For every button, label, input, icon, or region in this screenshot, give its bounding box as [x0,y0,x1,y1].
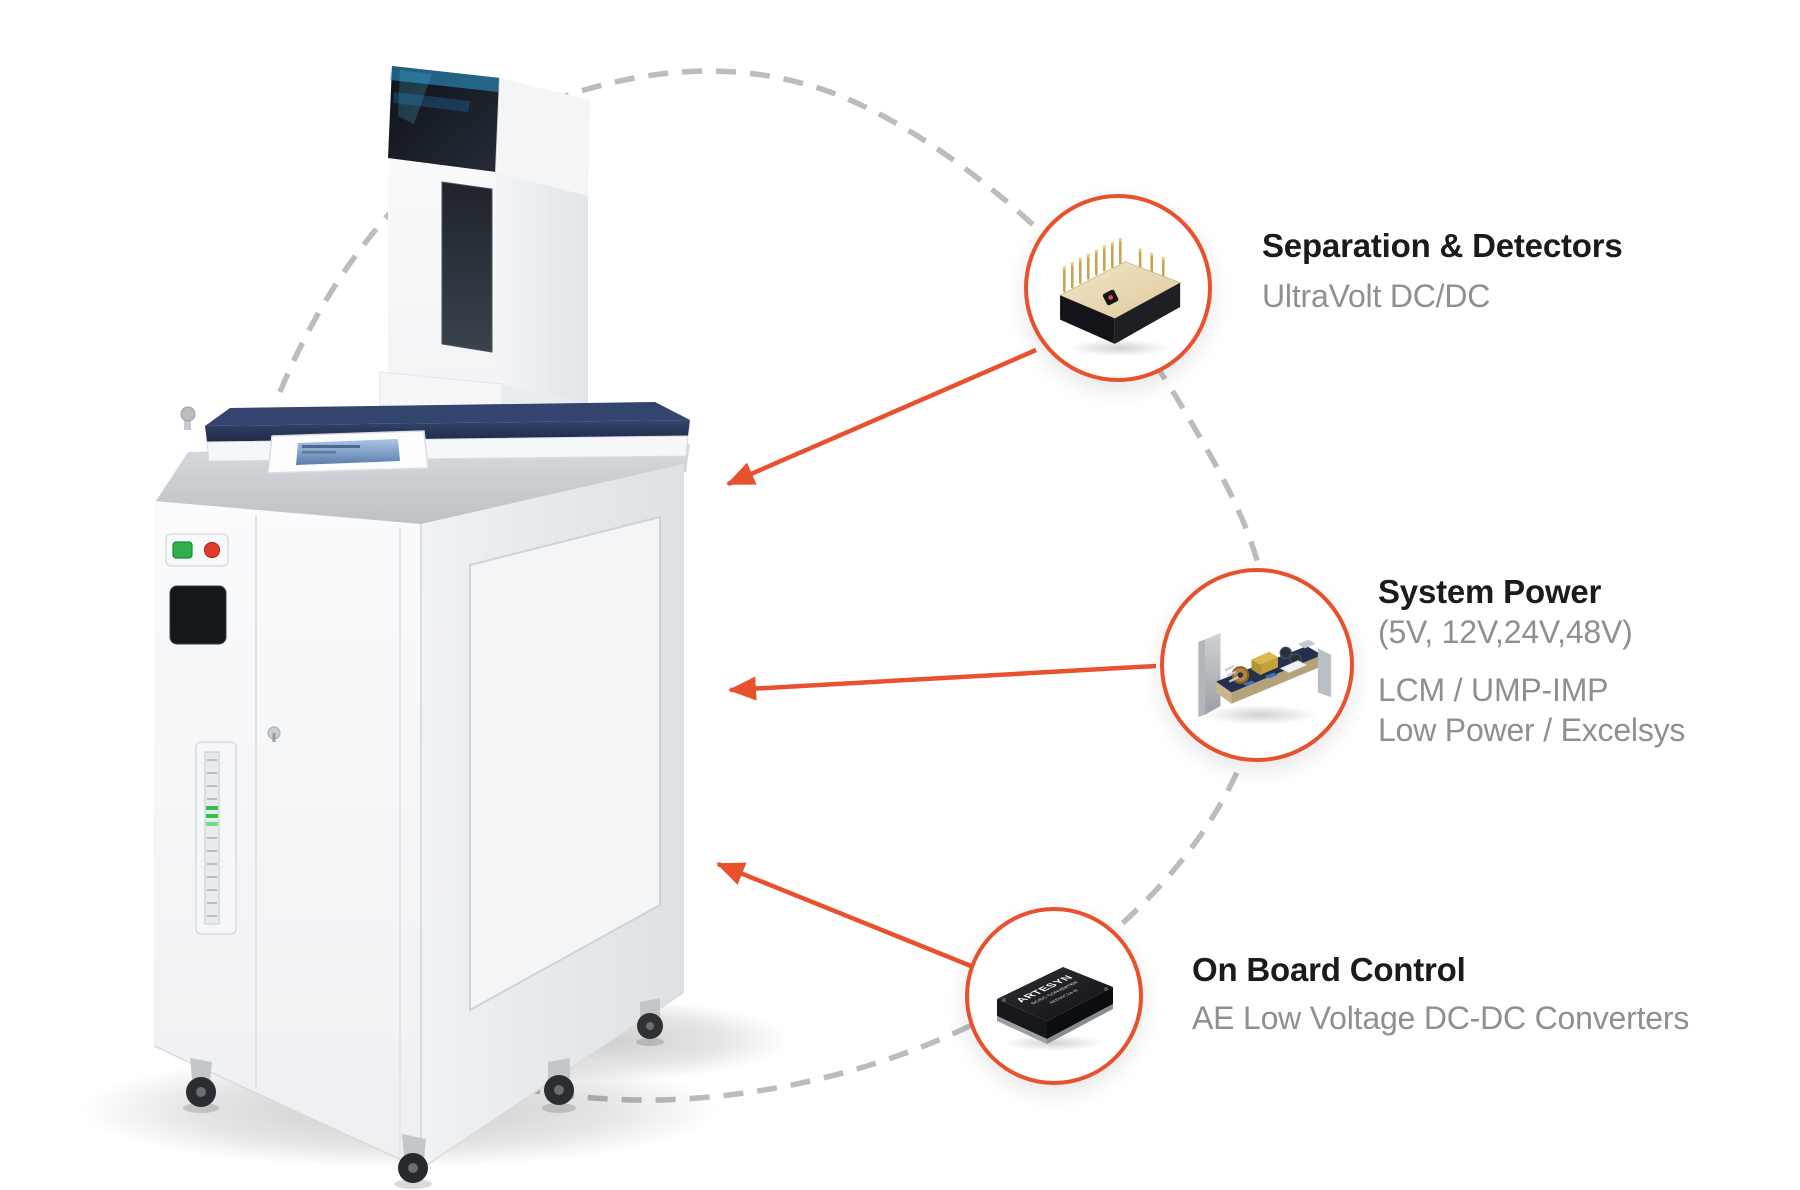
screen-glow-streak-3 [398,70,432,124]
psu-components [1224,639,1316,687]
cabinet-front-face [154,501,421,1169]
brick-front-face [997,999,1047,1039]
door-keyhole-slot [272,733,276,742]
psu-pcb-edge-front [1216,681,1232,704]
display-tower [379,66,590,455]
red-stop-button [203,541,221,559]
gauge-green-leds [206,806,218,826]
gold-pins [1063,238,1165,293]
artesyn-converter-image: ARTESYN DC/DC CONVERTER AEE00C24-M [997,967,1113,1051]
power-button-plate [165,533,229,567]
leveling-knob [180,406,196,430]
table-control-panel [267,430,429,474]
brick-top-face [997,967,1113,1021]
callout-title: On Board Control [1192,951,1466,988]
callout-line: AE Low Voltage DC-DC Converters [1192,1000,1690,1036]
monitor-back-face [496,78,590,196]
callout-circle-on-board-control: ARTESYN DC/DC CONVERTER AEE00C24-M [965,907,1143,1085]
module-side-face [1114,282,1181,344]
status-display-slot [169,585,227,645]
caster-back-right [637,998,663,1039]
table-top-surface [205,402,690,426]
green-power-button [172,541,193,559]
psu-bracket-right [1317,648,1332,698]
callout-line: Low Power / Excelsys [1378,712,1686,748]
arrow-on-board-control [716,861,977,971]
callout-circle-system-power [1160,568,1354,762]
callout-subtitle: (5V, 12V,24V,48V) [1378,614,1633,650]
brick-baseplate-front [997,1016,1047,1044]
arrow-system-power [728,663,1157,701]
module-logo [1102,289,1119,306]
module-front-face [1060,295,1115,344]
caster-front-right [398,1134,428,1183]
tower-front-window [441,181,493,353]
callout-title: Separation & Detectors [1262,227,1623,264]
caster-side-middle [544,1058,574,1105]
instrument-machine [80,66,790,1189]
psu-bracket-left [1204,632,1221,715]
callout-line: UltraVolt DC/DC [1262,278,1491,314]
callout-title: System Power [1378,573,1602,610]
open-frame-psu-image [1198,632,1332,725]
side-service-panel [469,515,661,1012]
callout-line: LCM / UMP-IMP [1378,672,1609,708]
monitor-screen [388,66,500,172]
brick-baseplate-side [1047,1004,1113,1044]
tower-side-face [496,172,588,455]
callout-circle-separation [1024,194,1212,382]
level-gauge [195,741,237,935]
screen-glow-streak [390,66,500,92]
casters [183,998,664,1189]
callout-text-separation: Separation & Detectors UltraVolt DC/DC [1262,226,1623,316]
callout-text-on-board-control: On Board Control AE Low Voltage DC-DC Co… [1192,950,1689,1038]
ultravolt-module-image [1059,237,1182,357]
callout-text-system-power: System Power (5V, 12V,24V,48V) LCM / UMP… [1378,572,1685,750]
arrow-separation-detectors [726,347,1037,487]
caster-front-left [186,1058,216,1107]
screen-glow-streak-2 [393,92,470,112]
psu-bracket-left-flange [1198,639,1205,718]
brick-side-face [1047,987,1113,1039]
module-top-label [1059,261,1182,320]
